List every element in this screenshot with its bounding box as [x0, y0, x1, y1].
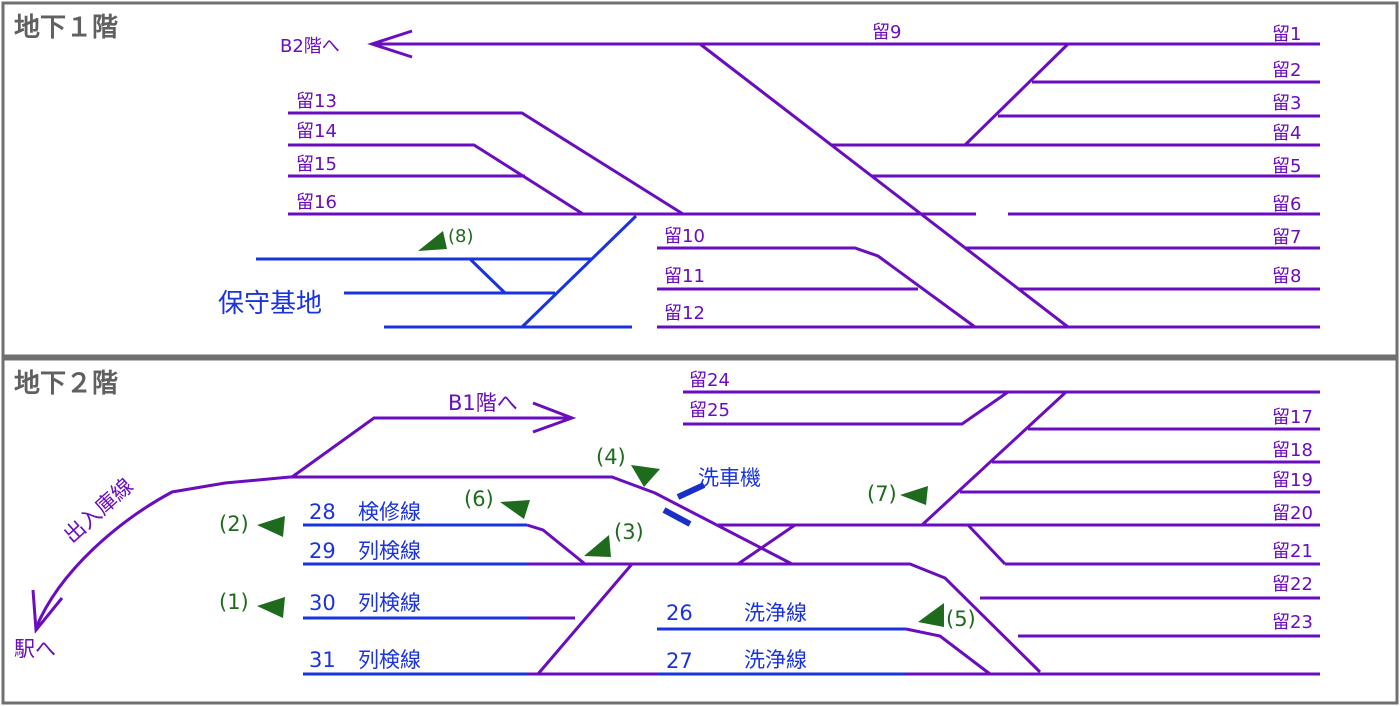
label-marker-4: (4)	[596, 445, 626, 469]
label-r5: 留5	[1272, 156, 1301, 177]
label-r12: 留12	[664, 303, 705, 324]
label-t29-name: 列検線	[358, 539, 421, 563]
label-r19: 留19	[1272, 470, 1313, 491]
label-r23: 留23	[1272, 612, 1313, 633]
label-r22: 留22	[1272, 574, 1313, 595]
arrow-to-station	[31, 589, 64, 634]
label-t31-name: 列検線	[358, 648, 421, 672]
label-r20: 留20	[1272, 503, 1313, 524]
b2-floor-title: 地下２階	[14, 369, 118, 399]
maintenance-base-tracks	[256, 214, 638, 329]
marker-4-icon	[631, 465, 660, 487]
track-28-ext	[526, 523, 586, 566]
label-to-b2: B2階へ	[280, 36, 340, 57]
diagonal-r9-r12	[699, 42, 1069, 329]
label-t27-no: 27	[666, 649, 693, 673]
label-r7: 留7	[1272, 227, 1301, 248]
label-car-washer: 洗車機	[698, 466, 761, 490]
track-ramp-to-b1	[291, 416, 572, 479]
label-r3: 留3	[1272, 93, 1301, 114]
marker-3-icon	[584, 535, 611, 557]
b2-floor-frame	[1, 357, 1399, 705]
label-r17: 留17	[1272, 407, 1313, 428]
label-t26-no: 26	[666, 601, 693, 625]
diagonal-31-29	[536, 563, 634, 675]
label-r16: 留16	[296, 192, 337, 213]
label-r21: 留21	[1272, 541, 1313, 562]
label-r15: 留15	[296, 154, 337, 175]
label-maintenance-base: 保守基地	[218, 289, 322, 319]
label-marker-6: (6)	[464, 487, 494, 511]
label-t27-name: 洗浄線	[744, 648, 807, 672]
marker-2-icon	[257, 516, 285, 537]
car-washer-icon	[662, 482, 706, 527]
maint-branch	[468, 257, 507, 295]
label-r2: 留2	[1272, 60, 1301, 81]
track-r10	[657, 246, 976, 329]
label-r8: 留8	[1272, 266, 1301, 287]
label-r18: 留18	[1272, 440, 1313, 461]
label-r9: 留9	[872, 22, 901, 43]
marker-1-icon	[257, 597, 285, 618]
marker-8-icon	[418, 231, 447, 251]
b1-floor-frame	[1, 1, 1399, 358]
marker-5-icon	[918, 603, 944, 627]
label-marker-1: (1)	[219, 590, 249, 614]
marker-6-icon	[500, 500, 530, 519]
ladder-b2	[920, 390, 1068, 527]
label-r11: 留11	[664, 266, 705, 287]
label-r10: 留10	[664, 226, 705, 247]
label-t28-no: 28	[309, 500, 336, 524]
b2-blue-tracks	[303, 523, 906, 676]
track-r25	[683, 390, 1009, 426]
track-access-main	[290, 475, 793, 566]
track-26-ext	[905, 627, 991, 676]
label-r24: 留24	[689, 370, 730, 391]
track-29-main	[527, 562, 1042, 674]
track-r14	[288, 143, 584, 216]
label-t28-name: 検修線	[358, 500, 421, 524]
track-access-line	[34, 475, 291, 629]
b1-tracks	[288, 42, 1320, 329]
b2-tracks	[34, 390, 1320, 676]
label-r4: 留4	[1272, 123, 1301, 144]
label-marker-7: (7)	[867, 482, 897, 506]
label-r13: 留13	[296, 91, 337, 112]
label-to-station: 駅へ	[14, 637, 56, 661]
label-t29-no: 29	[309, 539, 336, 563]
branch-r21	[966, 523, 1007, 566]
label-t31-no: 31	[309, 648, 336, 672]
label-marker-5: (5)	[946, 607, 976, 631]
arrow-to-b1	[532, 401, 577, 434]
label-t30-name: 列検線	[358, 591, 421, 615]
crossover-washer	[737, 523, 796, 566]
label-to-b1: B1階へ	[448, 391, 518, 415]
label-r25: 留25	[689, 400, 730, 421]
ladder-r1	[963, 42, 1070, 147]
label-t30-no: 30	[309, 591, 336, 615]
label-r6: 留6	[1272, 194, 1301, 215]
label-marker-8: (8)	[448, 226, 474, 247]
b1-floor-title: 地下１階	[14, 13, 118, 43]
label-access-line: 出入庫線	[59, 474, 137, 548]
arrow-to-b2	[367, 29, 413, 59]
track-r13	[288, 111, 684, 216]
label-marker-2: (2)	[219, 512, 249, 536]
marker-7-icon	[900, 486, 928, 505]
label-r14: 留14	[296, 121, 337, 142]
maint-diagonal	[520, 214, 638, 329]
label-t26-name: 洗浄線	[744, 601, 807, 625]
label-r1: 留1	[1272, 24, 1301, 45]
label-marker-3: (3)	[614, 520, 644, 544]
